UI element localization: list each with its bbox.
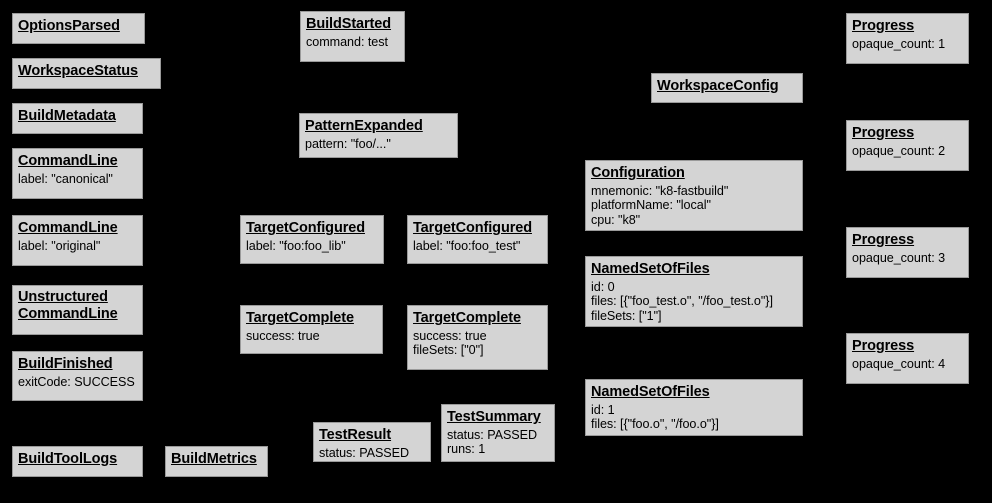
node-title: PatternExpanded: [305, 118, 423, 134]
node-title: BuildMetrics: [171, 451, 257, 467]
node-unstructured-command-line[interactable]: Unstructured CommandLine: [12, 285, 143, 335]
node-fields: label: "foo:foo_lib": [246, 238, 346, 253]
node-fields: opaque_count: 4: [852, 356, 946, 371]
node-fields: command: test: [306, 34, 388, 49]
node-fields: status: PASSED: [319, 445, 410, 460]
node-fields: opaque_count: 2: [852, 143, 946, 158]
node-title: Progress: [852, 18, 915, 34]
node-title: TestResult: [319, 427, 392, 443]
node-fields: opaque_count: 3: [852, 250, 946, 265]
node-build-metadata[interactable]: BuildMetadata: [12, 103, 143, 134]
node-configuration[interactable]: Configuration mnemonic: "k8-fastbuild" pl…: [585, 160, 803, 231]
node-options-parsed[interactable]: OptionsParsed: [12, 13, 145, 44]
node-fields: label: "original": [18, 238, 101, 253]
node-progress-4[interactable]: Progress opaque_count: 4: [846, 333, 969, 384]
node-test-result[interactable]: TestResult status: PASSED: [313, 422, 431, 462]
node-title: BuildStarted: [306, 16, 392, 32]
node-build-metrics[interactable]: BuildMetrics: [165, 446, 268, 477]
node-command-line-original[interactable]: CommandLine label: "original": [12, 215, 143, 266]
node-title: Unstructured CommandLine: [18, 289, 118, 322]
node-named-set-of-files-1[interactable]: NamedSetOfFiles id: 1 files: [{"foo.o", "…: [585, 379, 803, 436]
node-fields: opaque_count: 1: [852, 36, 946, 51]
node-title: TestSummary: [447, 409, 541, 425]
node-title: Progress: [852, 338, 915, 354]
node-fields: success: true: [246, 328, 320, 343]
node-title: Progress: [852, 125, 915, 141]
node-title: CommandLine: [18, 220, 118, 236]
node-workspace-config[interactable]: WorkspaceConfig: [651, 73, 803, 103]
node-fields: id: 0 files: [{"foo_test.o", "/foo_test.…: [591, 279, 773, 323]
node-title: TargetComplete: [413, 310, 521, 326]
node-progress-3[interactable]: Progress opaque_count: 3: [846, 227, 969, 278]
node-title: BuildToolLogs: [18, 451, 118, 467]
node-command-line-canonical[interactable]: CommandLine label: "canonical": [12, 148, 143, 199]
node-title: Configuration: [591, 165, 685, 181]
node-title: CommandLine: [18, 153, 118, 169]
node-target-configured-test[interactable]: TargetConfigured label: "foo:foo_test": [407, 215, 548, 264]
node-title: TargetConfigured: [246, 220, 365, 236]
node-target-complete-test[interactable]: TargetComplete success: true fileSets: ["…: [407, 305, 548, 370]
node-title: BuildFinished: [18, 356, 113, 372]
node-named-set-of-files-0[interactable]: NamedSetOfFiles id: 0 files: [{"foo_test.…: [585, 256, 803, 327]
node-target-complete-lib[interactable]: TargetComplete success: true: [240, 305, 383, 354]
node-fields: label: "canonical": [18, 171, 113, 186]
node-fields: pattern: "foo/...": [305, 136, 391, 151]
node-title: Progress: [852, 232, 915, 248]
node-build-started[interactable]: BuildStarted command: test: [300, 11, 405, 62]
node-title: NamedSetOfFiles: [591, 384, 710, 400]
node-title: NamedSetOfFiles: [591, 261, 710, 277]
node-title: BuildMetadata: [18, 108, 116, 124]
node-title: WorkspaceStatus: [18, 63, 138, 79]
node-fields: id: 1 files: [{"foo.o", "/foo.o"}]: [591, 402, 719, 432]
node-title: WorkspaceConfig: [657, 78, 779, 94]
node-fields: label: "foo:foo_test": [413, 238, 521, 253]
node-test-summary[interactable]: TestSummary status: PASSED runs: 1: [441, 404, 555, 462]
node-workspace-status[interactable]: WorkspaceStatus: [12, 58, 161, 89]
node-fields: status: PASSED runs: 1: [447, 427, 538, 457]
node-progress-2[interactable]: Progress opaque_count: 2: [846, 120, 969, 171]
node-fields: exitCode: SUCCESS: [18, 374, 135, 389]
node-title: TargetConfigured: [413, 220, 532, 236]
node-pattern-expanded[interactable]: PatternExpanded pattern: "foo/...": [299, 113, 458, 158]
node-progress-1[interactable]: Progress opaque_count: 1: [846, 13, 969, 64]
node-fields: success: true fileSets: ["0"]: [413, 328, 487, 358]
node-title: TargetComplete: [246, 310, 354, 326]
node-target-configured-lib[interactable]: TargetConfigured label: "foo:foo_lib": [240, 215, 384, 264]
node-fields: mnemonic: "k8-fastbuild" platformName: "…: [591, 183, 729, 227]
node-title: OptionsParsed: [18, 18, 120, 34]
node-build-finished[interactable]: BuildFinished exitCode: SUCCESS: [12, 351, 143, 401]
node-build-tool-logs[interactable]: BuildToolLogs: [12, 446, 143, 477]
